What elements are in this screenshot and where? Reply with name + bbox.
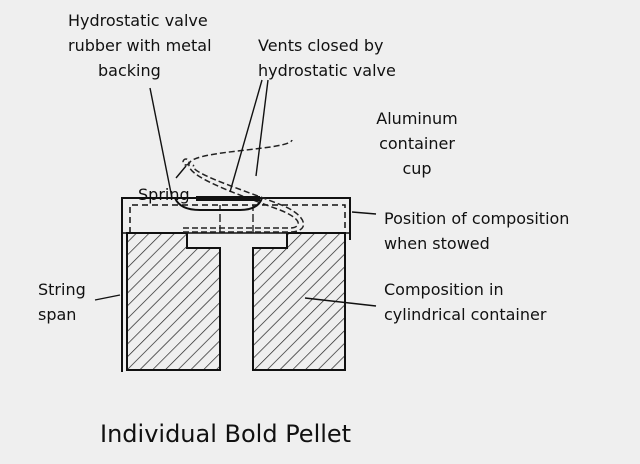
- composition-left: [126, 232, 221, 371]
- label-spring: Spring: [138, 185, 190, 204]
- label-composition: Composition in cylindrical container: [384, 277, 546, 327]
- label-line: Aluminum: [376, 109, 458, 128]
- label-line: cup: [402, 159, 432, 178]
- label-line: Position of composition: [384, 209, 570, 228]
- label-line: span: [38, 305, 77, 324]
- label-line: when stowed: [384, 234, 490, 253]
- label-line: Hydrostatic valve: [68, 11, 208, 30]
- label-line: container: [379, 134, 455, 153]
- label-valve-rubber: Hydrostatic valve rubber with metal back…: [68, 8, 212, 83]
- label-line: Vents closed by: [258, 36, 384, 55]
- hydrostatic-valve: [174, 196, 263, 211]
- label-line: String: [38, 280, 86, 299]
- label-vents: Vents closed by hydrostatic valve: [258, 33, 396, 83]
- spring: [182, 139, 305, 233]
- label-line: Composition in: [384, 280, 504, 299]
- label-cup: Aluminum container cup: [362, 106, 472, 181]
- leader-lines: [94, 79, 377, 307]
- figure-title: Individual Bold Pellet: [100, 420, 352, 448]
- label-line: hydrostatic valve: [258, 61, 396, 80]
- label-line: rubber with metal: [68, 36, 212, 55]
- label-string: String span: [38, 277, 86, 327]
- label-line: backing: [98, 61, 161, 80]
- label-stowed: Position of composition when stowed: [384, 206, 569, 256]
- label-line: cylindrical container: [384, 305, 547, 324]
